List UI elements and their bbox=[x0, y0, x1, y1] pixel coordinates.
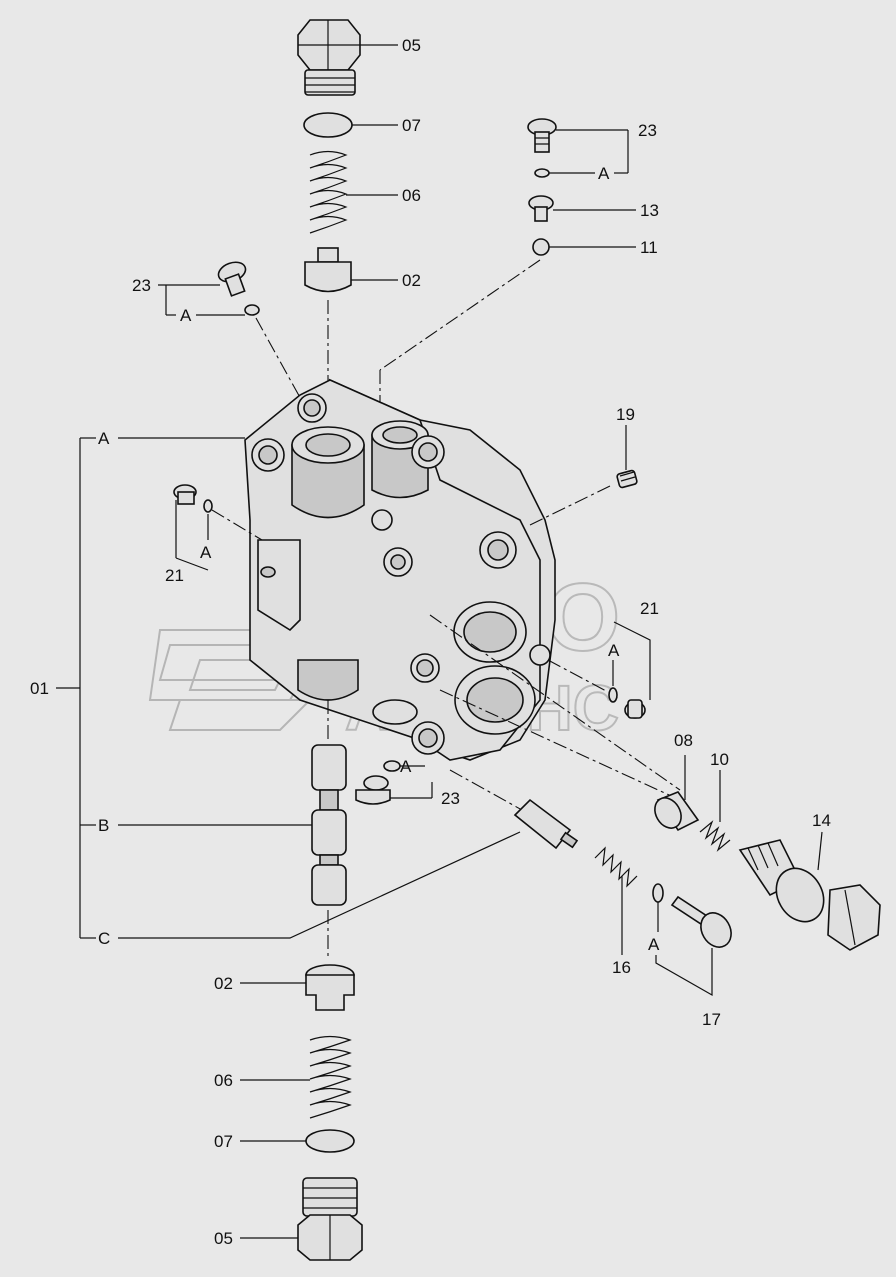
screw-23-top-left bbox=[217, 261, 247, 297]
ball-11 bbox=[532, 238, 550, 256]
label-16: 16 bbox=[612, 958, 631, 977]
label-07-top: 07 bbox=[402, 116, 421, 135]
oring-A-right bbox=[608, 687, 618, 703]
screw-23-mid bbox=[355, 775, 391, 805]
oring-top-07 bbox=[303, 112, 353, 138]
oring-A-top-left bbox=[244, 304, 260, 316]
label-B: B bbox=[98, 816, 109, 835]
label-23-mid: 23 bbox=[441, 789, 460, 808]
label-11: 11 bbox=[640, 238, 658, 257]
valve-body bbox=[244, 378, 556, 761]
label-10: 10 bbox=[710, 750, 729, 769]
label-13: 13 bbox=[640, 201, 659, 220]
label-A-right: A bbox=[608, 641, 620, 660]
piston-16 bbox=[513, 798, 579, 850]
label-08: 08 bbox=[674, 731, 693, 750]
label-01: 01 bbox=[30, 679, 49, 698]
label-A-mid: A bbox=[400, 757, 412, 776]
plug-19 bbox=[616, 469, 638, 489]
oring-A-mid bbox=[383, 760, 401, 772]
relief-valve-14 bbox=[738, 839, 881, 951]
label-14: 14 bbox=[812, 811, 831, 830]
plug-top-05 bbox=[297, 19, 361, 96]
label-02-bottom: 02 bbox=[214, 974, 233, 993]
label-05-bottom: 05 bbox=[214, 1229, 233, 1248]
label-05-top: 05 bbox=[402, 36, 421, 55]
spring-top-06 bbox=[309, 150, 348, 234]
screw-13 bbox=[528, 195, 554, 222]
screw-21-right bbox=[624, 699, 646, 719]
plug-bottom-05 bbox=[297, 1177, 363, 1261]
label-A-top-right: A bbox=[598, 164, 610, 183]
oring-A-left bbox=[203, 499, 213, 513]
sleeve-08 bbox=[654, 791, 700, 832]
screw-21-left bbox=[173, 484, 197, 505]
label-A-bottom: A bbox=[648, 935, 660, 954]
leader-lines bbox=[56, 44, 823, 1239]
label-02-top: 02 bbox=[402, 271, 421, 290]
label-21-left: 21 bbox=[165, 566, 184, 585]
label-19: 19 bbox=[616, 405, 635, 424]
label-A-left: A bbox=[200, 543, 212, 562]
label-06-bottom: 06 bbox=[214, 1071, 233, 1090]
label-A-top-left: A bbox=[180, 306, 192, 325]
part-labels: 05 07 06 02 23 A 13 11 23 A 19 A A 21 01… bbox=[30, 36, 831, 1248]
label-23-top-left: 23 bbox=[132, 276, 151, 295]
spring-bottom-06 bbox=[309, 1035, 352, 1119]
label-06-top: 06 bbox=[402, 186, 421, 205]
spool-B bbox=[311, 744, 347, 906]
oring-A-bottom bbox=[652, 883, 664, 903]
oring-bottom-07 bbox=[305, 1129, 355, 1153]
spring-16 bbox=[594, 846, 638, 888]
label-07-bottom: 07 bbox=[214, 1132, 233, 1151]
label-17: 17 bbox=[702, 1010, 721, 1029]
label-23-top-right: 23 bbox=[638, 121, 657, 140]
screw-23-top-right bbox=[527, 118, 557, 153]
label-A-group: A bbox=[98, 429, 110, 448]
plug-17 bbox=[670, 895, 732, 948]
label-C: C bbox=[98, 929, 110, 948]
label-21-right: 21 bbox=[640, 599, 659, 618]
seat-top-02 bbox=[304, 247, 352, 293]
spring-10 bbox=[699, 820, 731, 852]
oring-A-top-right bbox=[534, 168, 550, 178]
axis-ball bbox=[379, 259, 541, 371]
seat-bottom-02 bbox=[305, 964, 355, 1011]
